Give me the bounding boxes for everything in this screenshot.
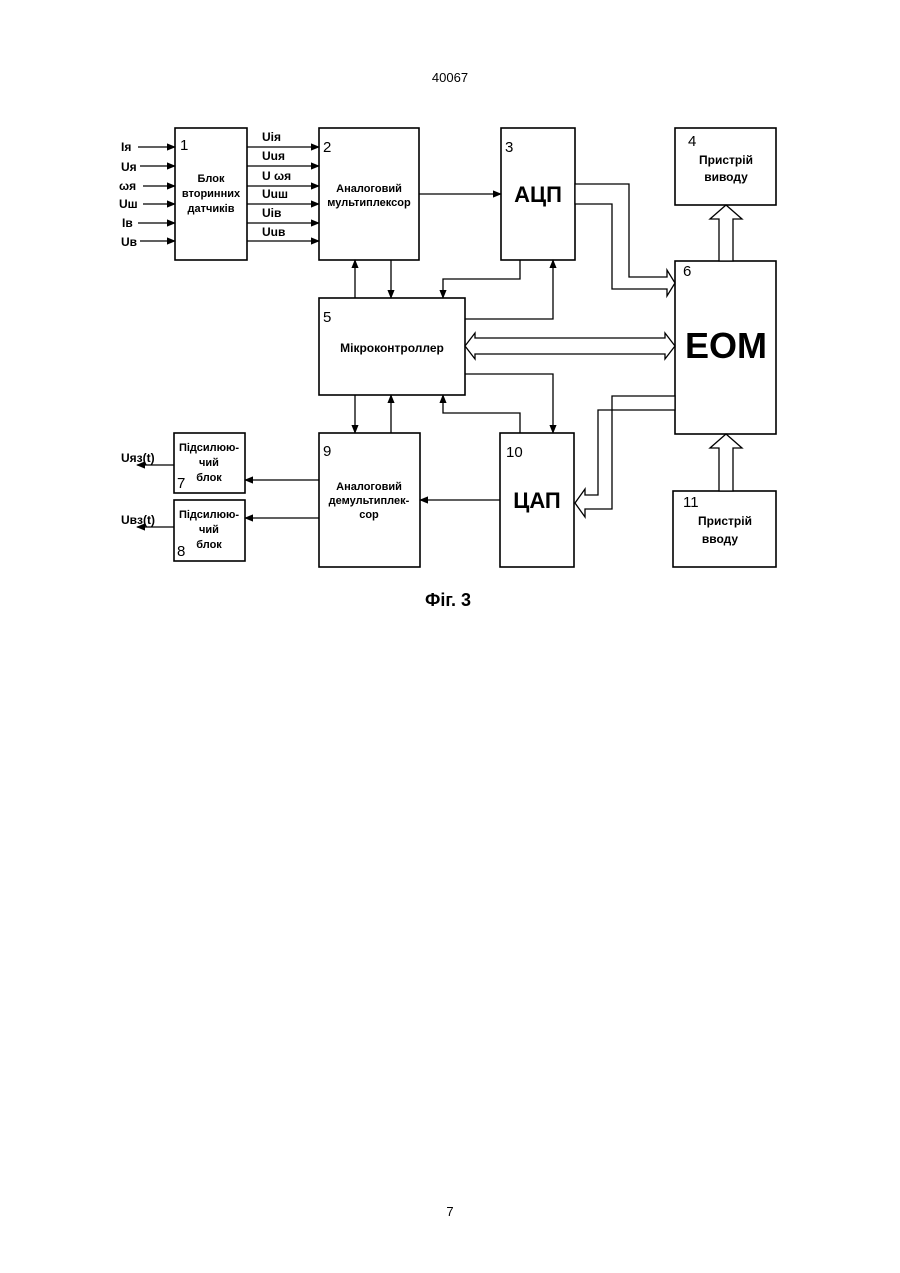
- block-8-label-line1: Підсилюю-: [179, 509, 239, 521]
- sensor-out-label-1: Uiя: [262, 130, 281, 144]
- input-label-ush: Uш: [119, 197, 138, 211]
- block-2-multiplexer: 2 Аналоговий мультиплексор: [319, 128, 419, 260]
- block-3-number: 3: [505, 139, 513, 156]
- block-10-number: 10: [506, 444, 523, 461]
- block-11-number: 11: [683, 494, 699, 511]
- sensor-out-label-4: Uuш: [262, 187, 288, 201]
- block-4-output-device: 4 Пристрій виводу: [675, 128, 776, 205]
- block-11-input-device: 11 Пристрій вводу: [673, 491, 776, 567]
- input-label-wa: ωя: [119, 179, 136, 193]
- block-9-number: 9: [323, 443, 331, 460]
- figure-caption: Фіг. 3: [425, 590, 471, 610]
- block-8-label-line3: блок: [196, 539, 222, 551]
- block-7-number: 7: [177, 475, 185, 492]
- block-4-label-line1: Пристрій: [699, 153, 753, 167]
- sensor-out-label-5: Uiв: [262, 206, 281, 220]
- block-5-microcontroller: 5 Мікроконтроллер: [319, 298, 465, 395]
- block-10-dac: 10 ЦАП: [500, 433, 574, 567]
- input-label-ua: Uя: [121, 160, 137, 174]
- block-7-amplifier: Підсилюю- чий блок 7: [174, 433, 245, 493]
- block-2-number: 2: [323, 139, 331, 156]
- sensor-out-label-6: Uuв: [262, 225, 285, 239]
- block-11-label-line2: вводу: [702, 532, 739, 546]
- block-7-label-line3: блок: [196, 472, 222, 484]
- input-label-ia: Iя: [121, 140, 131, 154]
- block-6-number: 6: [683, 263, 691, 280]
- block-1-label-line2: вторинних: [182, 188, 241, 200]
- sensor-out-label-3: U ωя: [262, 169, 291, 183]
- page-number: 7: [0, 1204, 900, 1219]
- block-5-title: Мікроконтроллер: [340, 341, 444, 355]
- block-4-label-line2: виводу: [704, 170, 748, 184]
- block-4-number: 4: [688, 133, 696, 150]
- block-1-sensors: 1 Блок вторинних датчиків: [175, 128, 247, 260]
- block-9-label-line1: Аналоговий: [336, 481, 402, 493]
- block-2-label-line1: Аналоговий: [336, 183, 402, 195]
- block-11-label-line1: Пристрій: [698, 514, 752, 528]
- block-9-label-line2: демультиплек-: [329, 495, 410, 507]
- input-label-uv: Uв: [121, 235, 137, 249]
- input-label-iv: Iв: [122, 216, 133, 230]
- block-5-number: 5: [323, 309, 331, 326]
- block-3-title: АЦП: [514, 182, 562, 207]
- input-signals: Iя Uя ωя Uш Iв Uв: [119, 140, 175, 249]
- sensor-out-label-2: Uuя: [262, 149, 285, 163]
- output-label-uvz: Uвз(t): [121, 513, 155, 527]
- block-9-demultiplexer: 9 Аналоговий демультиплек- сор: [319, 433, 420, 567]
- block-6-computer: 6 ЕОМ: [675, 261, 776, 434]
- block-10-title: ЦАП: [513, 488, 560, 513]
- block-1-number: 1: [180, 137, 188, 154]
- block-1-label-line1: Блок: [198, 173, 225, 185]
- block-7-label-line1: Підсилюю-: [179, 442, 239, 454]
- block-1-label-line3: датчиків: [188, 203, 235, 215]
- block-8-label-line2: чий: [199, 524, 219, 536]
- block-8-number: 8: [177, 543, 185, 560]
- block-3-adc: 3 АЦП: [501, 128, 575, 260]
- block-9-label-line3: сор: [359, 509, 379, 521]
- block-8-amplifier: Підсилюю- чий блок 8: [174, 500, 245, 561]
- block-7-label-line2: чий: [199, 457, 219, 469]
- block-6-title: ЕОМ: [685, 325, 767, 366]
- block-2-label-line2: мультиплексор: [327, 197, 411, 209]
- output-label-uyaz: Uяз(t): [121, 451, 155, 465]
- sensor-output-signals: Uiя Uuя U ωя Uuш Uiв Uuв: [247, 130, 319, 241]
